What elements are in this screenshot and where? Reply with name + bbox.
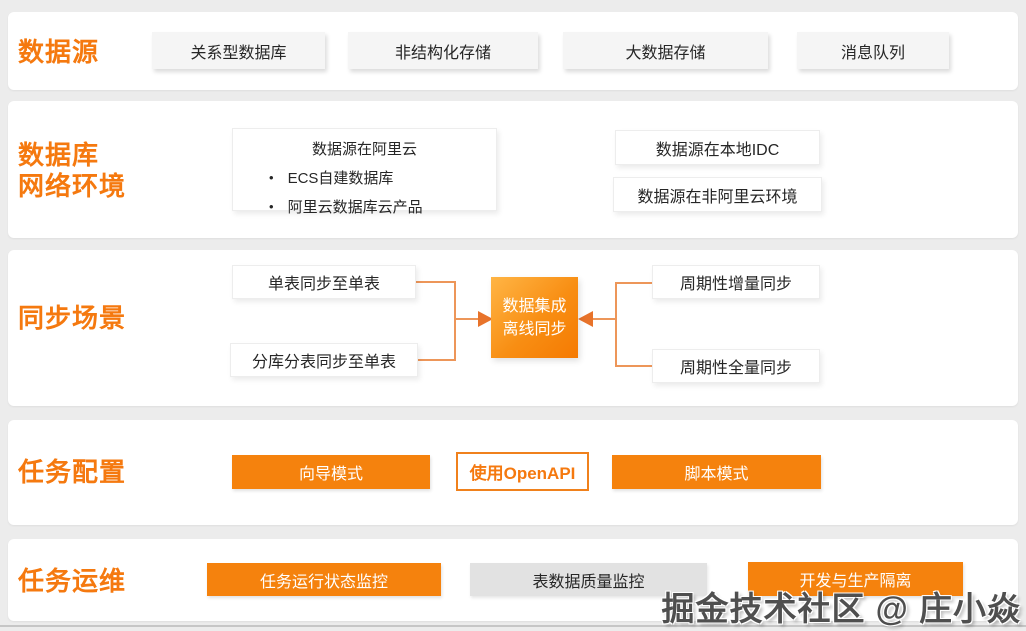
network-box-non-aliyun: 数据源在非阿里云环境 <box>613 177 822 212</box>
section-title-sync: 同步场景 <box>18 303 127 333</box>
section-title-task-config: 任务配置 <box>18 457 127 487</box>
section-card-network <box>8 101 1018 238</box>
ops-button-run-status-monitor: 任务运行状态监控 <box>207 563 441 596</box>
sync-center-node-data-integration: 数据集成 离线同步 <box>491 277 578 358</box>
datasource-box-message-queue: 消息队列 <box>797 32 949 69</box>
sync-box-single-table: 单表同步至单表 <box>232 265 416 299</box>
config-button-openapi: 使用OpenAPI <box>456 452 589 491</box>
network-box-aliyun: 数据源在阿里云 • ECS自建数据库 • 阿里云数据库云产品 <box>232 128 497 216</box>
network-box-local-idc: 数据源在本地IDC <box>615 130 820 165</box>
bullet-icon: • <box>269 199 274 214</box>
watermark-text: 掘金技术社区 @ 庄小焱 <box>661 590 1021 627</box>
sync-center-node-line2: 离线同步 <box>502 320 567 338</box>
network-bullet-ecs-label: ECS自建数据库 <box>287 170 394 187</box>
config-button-script-mode: 脚本模式 <box>612 455 821 489</box>
network-bullet-cloud-db: • 阿里云数据库云产品 <box>233 196 496 217</box>
section-title-network-line1: 数据库 <box>18 140 100 170</box>
sync-box-periodic-incremental: 周期性增量同步 <box>652 265 820 299</box>
datasource-box-unstructured-storage: 非结构化存储 <box>348 32 538 69</box>
sync-box-periodic-full: 周期性全量同步 <box>652 349 820 383</box>
datasource-box-bigdata-storage: 大数据存储 <box>563 32 768 69</box>
sync-box-sharded-table: 分库分表同步至单表 <box>230 343 418 377</box>
bottom-divider <box>0 625 1026 627</box>
section-title-datasource: 数据源 <box>18 37 100 67</box>
config-button-wizard-mode: 向导模式 <box>232 455 430 489</box>
datasource-box-relational-db: 关系型数据库 <box>152 32 325 69</box>
network-bullet-cloud-db-label: 阿里云数据库云产品 <box>287 199 423 216</box>
bullet-icon: • <box>269 170 274 185</box>
ops-button-data-quality-monitor: 表数据质量监控 <box>470 563 707 596</box>
network-box-aliyun-title: 数据源在阿里云 <box>311 141 417 158</box>
sync-center-node-line1: 数据集成 <box>502 297 567 315</box>
section-title-network: 数据库 网络环境 <box>18 140 126 202</box>
section-title-network-line2: 网络环境 <box>18 171 127 201</box>
network-bullet-ecs: • ECS自建数据库 <box>233 167 496 188</box>
section-title-task-ops: 任务运维 <box>18 566 127 596</box>
ops-button-dev-prod-isolation: 开发与生产隔离 <box>748 562 963 596</box>
